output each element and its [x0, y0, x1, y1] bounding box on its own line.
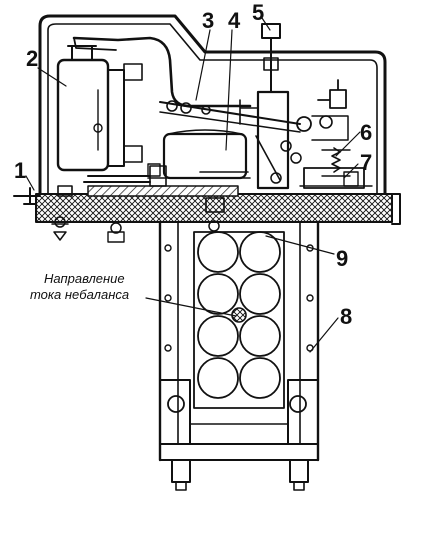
- relay-cover: [38, 14, 387, 198]
- contact-unit: [303, 167, 365, 189]
- callout-5: 5: [252, 0, 265, 25]
- callout-7: 7: [360, 150, 373, 175]
- callout-2: 2: [26, 46, 39, 71]
- relay-cover-inner: [47, 23, 378, 197]
- callout-4: 4: [228, 8, 241, 33]
- terminal-post: [261, 23, 281, 39]
- callout-3: 3: [202, 8, 215, 33]
- caption-line-2: тока небаланса: [30, 287, 130, 302]
- callout-8: 8: [340, 304, 353, 329]
- lever-arm: [72, 36, 252, 108]
- callout-1: 1: [14, 158, 27, 183]
- caption-line-1: Направление: [44, 271, 125, 286]
- coil-unit: [56, 58, 110, 172]
- callout-9: 9: [336, 246, 349, 271]
- callout-6: 6: [360, 120, 373, 145]
